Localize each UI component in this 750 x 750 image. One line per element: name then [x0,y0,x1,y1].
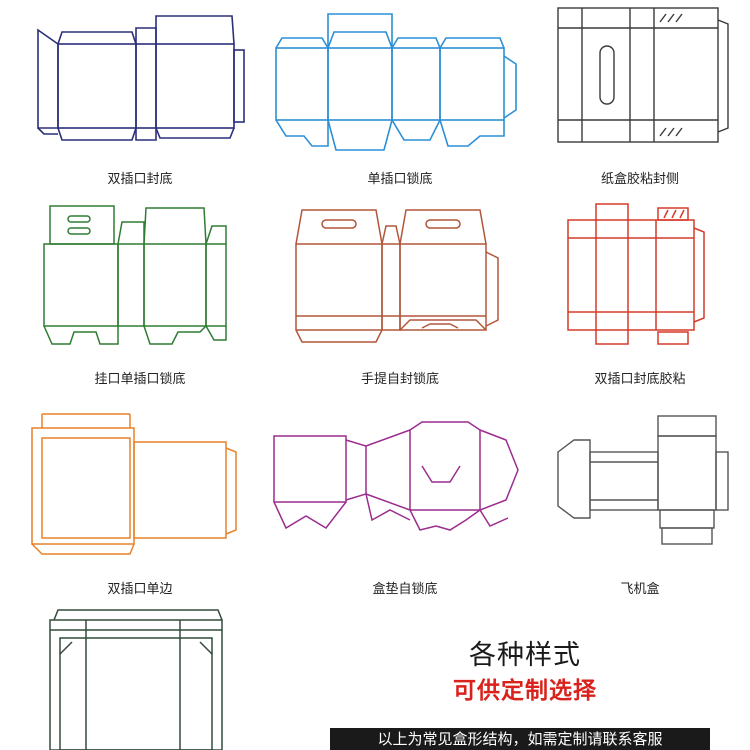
footer-note-bar: 以上为常见盒形结构，如需定制请联系客服 [330,728,710,750]
dieline-double-tuck-sealed-bottom [37,15,245,141]
box-label: 双插口封底胶粘 [594,372,686,387]
dieline-fold-tray [49,609,223,750]
box-label: 纸盒胶粘封侧 [600,172,679,187]
dieline-pad-self-lock [273,421,519,531]
dieline-hang-tab-tuck-lock [43,205,227,345]
box-label: 双插口封底 [107,172,173,187]
dieline-double-tuck-single-side [31,413,237,555]
box-label: 飞机盒 [620,582,660,597]
box-label: 双插口单边 [107,582,173,597]
dieline-single-tuck-lock-bottom [275,13,517,151]
box-label: 手提自封锁底 [360,372,439,387]
promo-subtitle: 可供定制选择 [453,678,597,704]
promo-title: 各种样式 [469,640,581,671]
dieline-handle-self-lock [295,209,499,343]
box-label: 盒垫自锁底 [372,582,438,597]
box-label: 挂口单插口锁底 [94,372,186,387]
dieline-double-tuck-glued [567,203,705,345]
dieline-airplane-box [557,415,729,545]
footer-note: 以上为常见盒形结构，如需定制请联系客服 [377,730,663,748]
box-label: 单插口锁底 [367,172,433,187]
dieline-glued-side [557,7,729,143]
